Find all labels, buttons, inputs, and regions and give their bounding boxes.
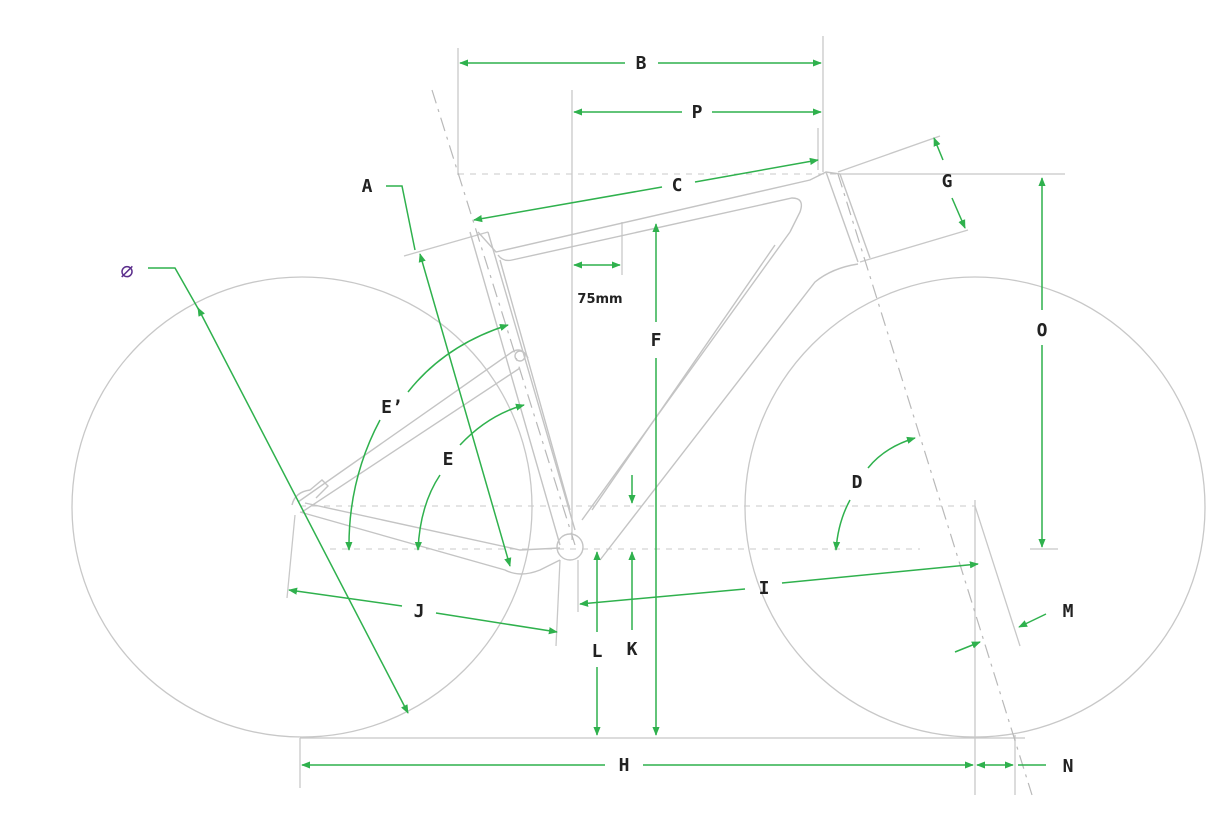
label-d: D — [852, 472, 863, 493]
wheels — [71, 276, 1206, 738]
label-p: P — [692, 102, 703, 123]
label-g: G — [942, 171, 953, 192]
dimension-labels: B P C A G O F 75mm ⌀ E’ E D I J M L K H … — [120, 53, 1073, 777]
bike-frame — [291, 171, 871, 575]
label-e-prime: E’ — [381, 397, 403, 418]
label-c: C — [672, 175, 683, 196]
label-b: B — [636, 53, 647, 74]
label-75mm: 75mm — [577, 292, 622, 307]
label-m: M — [1063, 601, 1074, 622]
label-k: K — [627, 639, 638, 660]
label-e: E — [443, 449, 454, 470]
label-o: O — [1037, 320, 1048, 341]
label-a: A — [362, 176, 373, 197]
dimension-lines — [148, 59, 1047, 769]
label-n: N — [1063, 756, 1074, 777]
label-j: J — [414, 601, 425, 622]
rear-wheel — [71, 276, 533, 738]
label-l: L — [592, 641, 603, 662]
label-h: H — [619, 755, 630, 776]
label-i: I — [759, 578, 770, 599]
label-f: F — [651, 330, 662, 351]
reference-lines — [286, 36, 1065, 796]
label-wheel-diameter: ⌀ — [120, 258, 133, 283]
